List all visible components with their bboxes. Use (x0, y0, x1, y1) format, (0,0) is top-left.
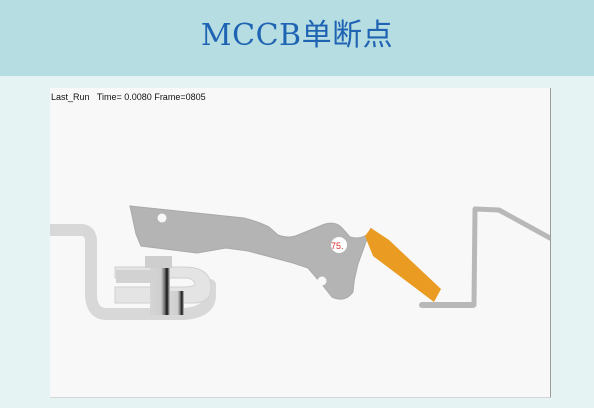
orange-link-arm (365, 228, 441, 302)
left-terminal-conductor (50, 224, 216, 320)
arc-chamber-contact (114, 256, 212, 315)
right-terminal-conductor (419, 206, 550, 308)
simulation-status-text: Last_Run Time= 0.0080 Frame=0805 (51, 92, 206, 102)
moving-contact-arm: 75. (129, 205, 372, 300)
simulation-viewport[interactable]: Last_Run Time= 0.0080 Frame=0805 (50, 88, 551, 398)
contact-force-readout: 75. (331, 241, 344, 251)
slide-header: MCCB单断点 (0, 0, 594, 76)
slide-title: MCCB单断点 (200, 18, 394, 53)
mechanism-diagram: 75. (50, 205, 550, 320)
